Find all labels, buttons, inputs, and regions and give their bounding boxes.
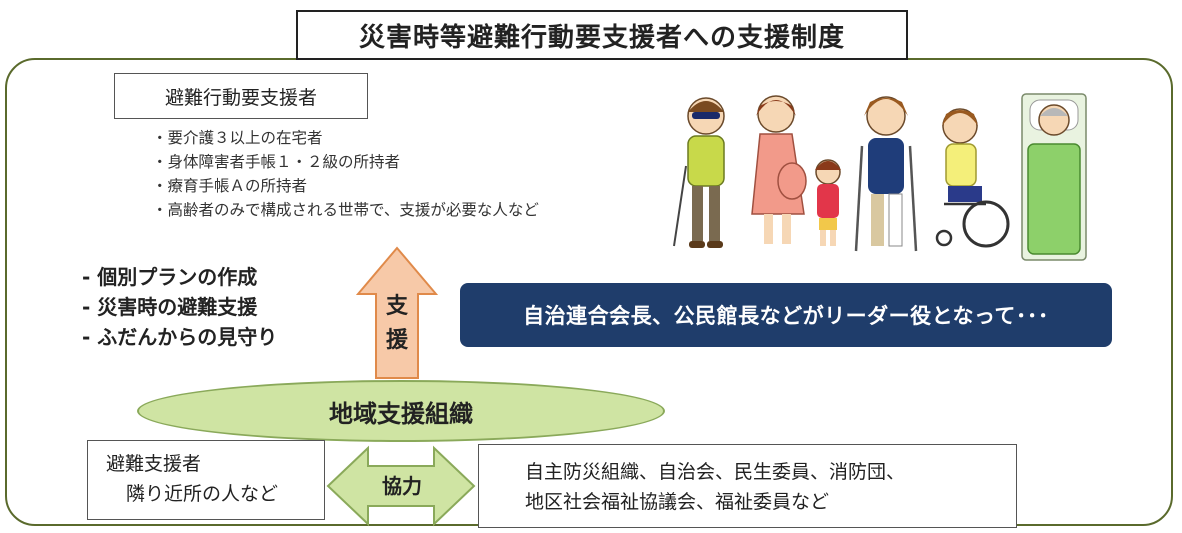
wheelchair-user-icon <box>935 108 1010 248</box>
members-line-2: 地区社会福祉協議会、福祉委員など <box>525 491 830 513</box>
diagram-title: 災害時等避難行動要支援者への支援制度 <box>296 10 908 60</box>
child-icon <box>815 159 841 246</box>
support-plan-list: 個別プランの作成 災害時の避難支援 ふだんからの見守り <box>82 262 277 352</box>
plan-item: 災害時の避難支援 <box>82 292 277 322</box>
support-arrow-icon <box>356 246 438 379</box>
cooperation-label: 協力 <box>382 474 422 498</box>
members-line-1: 自主防災組織、自治会、民生委員、消防団、 <box>525 461 906 483</box>
helpers-line-1: 避難支援者 <box>106 453 202 475</box>
support-arrow-label: 支 援 <box>385 294 408 353</box>
criteria-item: 療育手帳Ａの所持者 <box>152 174 539 198</box>
bedridden-elderly-icon <box>1021 93 1087 261</box>
evacuation-helpers-box: 避難支援者 隣り近所の人など <box>87 440 325 520</box>
injured-person-icon <box>854 96 918 252</box>
member-organizations-box: 自主防災組織、自治会、民生委員、消防団、 地区社会福祉協議会、福祉委員など <box>478 444 1017 528</box>
plan-item: ふだんからの見守り <box>82 322 277 352</box>
plan-item: 個別プランの作成 <box>82 262 277 292</box>
leader-banner: 自治連合会長、公民館長などがリーダー役となって･･･ <box>460 283 1112 347</box>
cooperation-arrow-icon <box>326 445 476 527</box>
helpers-line-2: 隣り近所の人など <box>126 483 279 505</box>
community-support-organization: 地域支援組織 <box>137 380 665 442</box>
visually-impaired-person-icon <box>673 97 725 248</box>
criteria-item: 身体障害者手帳１・２級の所持者 <box>152 150 539 174</box>
criteria-item: 要介護３以上の在宅者 <box>152 126 539 150</box>
target-label-box: 避難行動要支援者 <box>114 73 368 119</box>
criteria-list: 要介護３以上の在宅者 身体障害者手帳１・２級の所持者 療育手帳Ａの所持者 高齢者… <box>152 126 539 222</box>
criteria-item: 高齢者のみで構成される世帯で、支援が必要な人など <box>152 198 539 222</box>
pregnant-woman-icon <box>751 95 807 244</box>
people-illustration <box>673 93 1087 261</box>
